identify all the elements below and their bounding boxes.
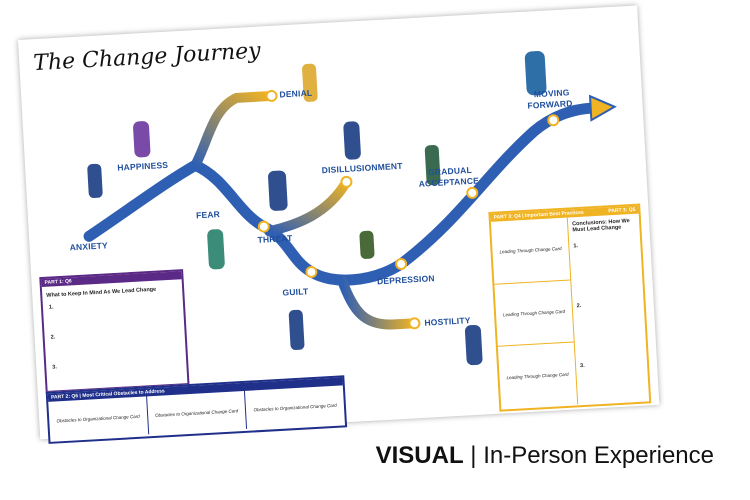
character-figure (288, 309, 305, 350)
part3-box: PART 3: Q4 | Important Best Practices PA… (488, 203, 652, 412)
forward-arrow-icon (588, 94, 617, 122)
character-figure (133, 121, 151, 158)
character-figure (424, 144, 441, 186)
character-figure (464, 324, 483, 366)
part1-item-1: 1. (48, 304, 54, 311)
node-moving-forward (547, 114, 560, 127)
part3-conclusion-title: Conclusions: How We Must Lead Change (571, 218, 630, 234)
part2-card-2: Obstacles to Organizational Change Card (146, 390, 248, 435)
part3-card-1: Leading Through Change Card (490, 217, 571, 285)
character-figure (524, 51, 547, 96)
part1-item-2: 2. (50, 334, 56, 341)
denial-branch (190, 90, 277, 171)
caption: VISUAL | In-Person Experience (376, 442, 714, 470)
hostility-branch (336, 275, 420, 330)
part1-box: PART 1: Q6 What to Keep In Mind As We Le… (39, 269, 190, 394)
disillusionment-branch (264, 176, 352, 237)
journey-road (83, 51, 617, 366)
node-guilt (305, 265, 318, 278)
node-acceptance (466, 186, 479, 199)
character-figure (87, 163, 103, 199)
character-figure (343, 121, 361, 160)
node-threat (257, 220, 270, 233)
part3-item-1: 1. (573, 243, 579, 250)
part2-card-3: Obstacles to Organizational Change Card (253, 402, 337, 412)
stage-label-threat: THREAT (257, 232, 293, 245)
stage-label-anxiety: ANXIETY (69, 240, 109, 253)
character-figure (268, 170, 288, 211)
part3-body: Leading Through Change Card Leading Thro… (490, 214, 649, 409)
node-hostility (408, 317, 421, 330)
stage-label-denial: DENIAL (279, 87, 313, 100)
stage-label-moving: MOVING (533, 87, 570, 100)
stage-label-guilt: GUILT (282, 286, 309, 298)
character-figure (359, 230, 375, 259)
node-denial (265, 89, 278, 102)
part3-card-2: Leading Through Change Card (494, 280, 574, 348)
node-depression (395, 257, 408, 270)
caption-bold: VISUAL (375, 442, 464, 469)
part3-cards: Leading Through Change Card Leading Thro… (490, 217, 579, 409)
caption-rest: | In-Person Experience (470, 442, 714, 469)
part3-conclusions: Conclusions: How We Must Lead Change 1. … (568, 214, 649, 405)
part2-card-1: Obstacles to Organizational Change Card (48, 396, 149, 440)
character-figure (302, 63, 318, 102)
character-figure (207, 229, 225, 270)
part3-card-3: Leading Through Change Card (506, 371, 569, 380)
part3-item-2: 2. (576, 302, 582, 310)
part1-item-3: 3. (52, 364, 58, 371)
part3-item-3: 3. (579, 362, 585, 370)
stage-label-fear: FEAR (195, 209, 221, 221)
node-disillusionment (340, 175, 353, 188)
change-journey-poster: The Change Journey ANXIETY HAPPINESS FEA… (18, 5, 660, 444)
